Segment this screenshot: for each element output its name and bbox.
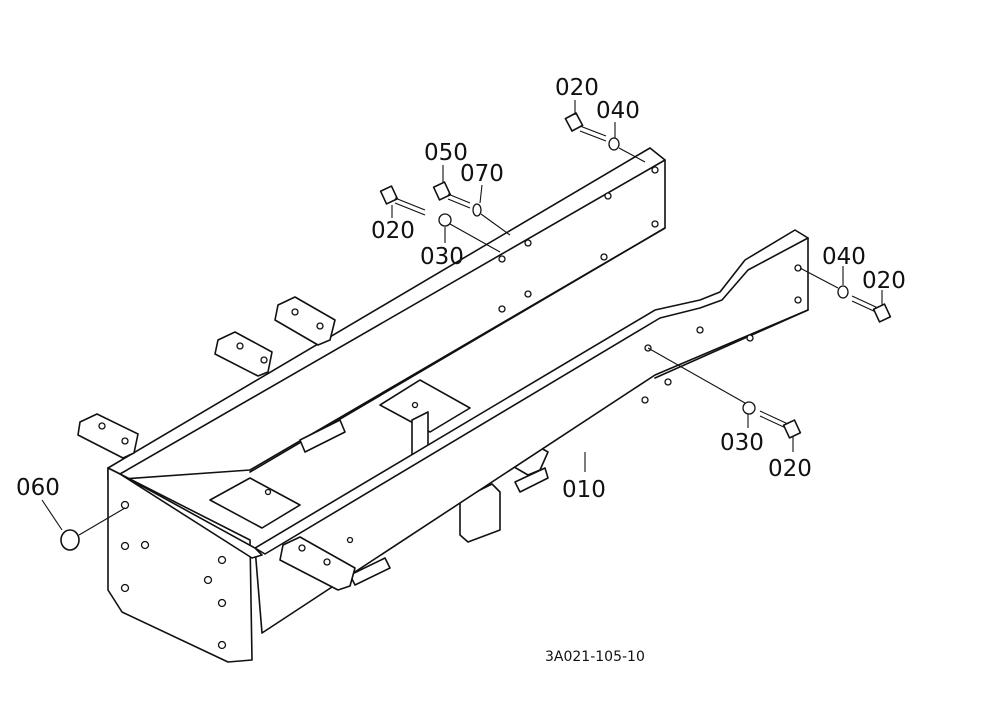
fastener-rear-020-040 [564,100,646,163]
front-end-plate [107,467,263,663]
callout-right-bolt-020: 020 [862,268,906,294]
drawing-code: 3A021-105-10 [545,649,645,665]
fastener-left-020-030 [379,185,501,253]
callout-bolt-020-left: 020 [371,218,415,244]
callout-bolt-020-front: 020 [768,456,812,482]
callout-plug-060: 060 [16,475,60,501]
callout-rear-washer-040: 040 [596,98,640,124]
fastener-right-040-020 [799,266,892,323]
callout-bolt-050: 050 [424,140,468,166]
callout-right-washer-040: 040 [822,244,866,270]
callout-rear-bolt-020: 020 [555,75,599,101]
callout-washer-030-front: 030 [720,430,764,456]
mount-tabs-left [77,296,336,459]
fastener-front-030-020 [647,347,802,452]
fastener-050-070 [432,165,511,236]
plug-060 [41,499,126,551]
mount-tab-front [279,536,356,591]
callout-washer-070: 070 [460,161,504,187]
callout-frame-010: 010 [562,477,606,503]
callout-washer-030-left: 030 [420,244,464,270]
right-side-rail [254,229,809,634]
